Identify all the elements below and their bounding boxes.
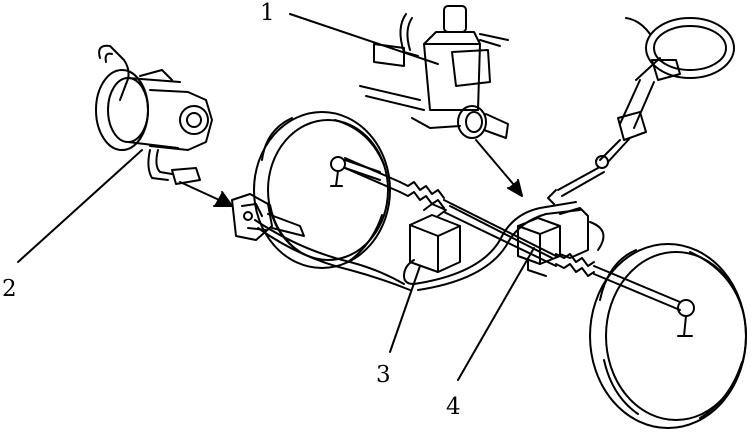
left-tie-rod xyxy=(344,157,445,209)
leader-line-4 xyxy=(457,247,535,381)
hydraulic-hoses xyxy=(254,201,605,291)
leader-line-3 xyxy=(389,265,421,353)
right-tie-rod xyxy=(555,253,681,311)
steering-column xyxy=(547,17,735,205)
leader-line-2 xyxy=(17,149,143,263)
control-valve xyxy=(517,207,589,277)
steering-gear-detail xyxy=(359,5,509,139)
left-wheel xyxy=(253,111,391,269)
callout-label-2: 2 xyxy=(2,276,17,302)
callout-label-1: 1 xyxy=(260,0,275,26)
arrow-pump-to-rack xyxy=(179,181,233,207)
callout-label-4: 4 xyxy=(446,394,461,420)
leader-line-1 xyxy=(289,13,439,65)
callout-label-3: 3 xyxy=(376,362,391,388)
arrow-gear-to-column xyxy=(475,139,523,197)
right-wheel xyxy=(589,243,747,429)
rack-left-mount xyxy=(231,193,305,241)
power-steering-pump xyxy=(95,44,213,185)
fluid-reservoir xyxy=(403,203,461,285)
